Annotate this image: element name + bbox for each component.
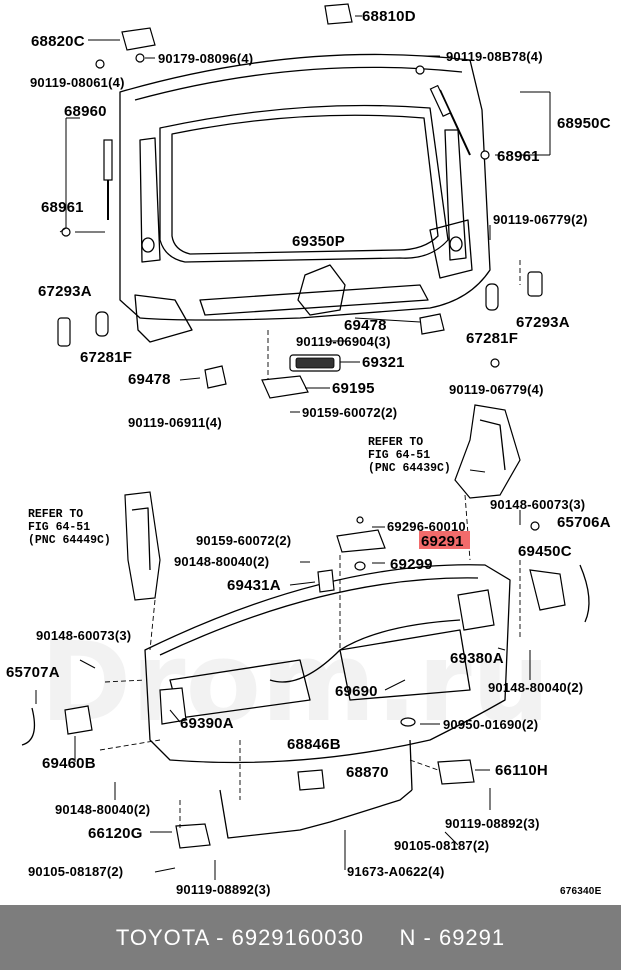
label-90148-80040-right[interactable]: 90148-80040(2) [488,680,583,695]
label-69296-60010[interactable]: 69296-60010 [387,519,466,534]
label-67293A-right[interactable]: 67293A [516,314,570,331]
label-68961-left[interactable]: 68961 [41,199,84,216]
label-90119-08061[interactable]: 90119-08061(4) [30,75,125,90]
stopper-illustrations [57,271,543,531]
label-90119-06911[interactable]: 90119-06911(4) [128,415,222,430]
label-90159-60072-lower[interactable]: 90159-60072(2) [196,533,291,548]
label-69460B[interactable]: 69460B [42,755,96,772]
watermark: Drom.ru [40,618,550,746]
label-66120G[interactable]: 66120G [88,825,143,842]
label-68846B[interactable]: 68846B [287,736,341,753]
label-65706A[interactable]: 65706A [557,514,611,531]
refer-note-1-line2: FIG 64-51 [368,449,430,462]
label-69350P[interactable]: 69350P [292,233,345,250]
refer-note-1-line3: (PNC 64439C) [368,462,451,475]
garnish-illustrations [124,404,521,601]
highlight-69291 [419,531,470,549]
label-90119-06779-bottom[interactable]: 90119-06779(4) [449,382,544,397]
label-68950C[interactable]: 68950C [557,115,611,132]
label-90148-80040-upper[interactable]: 90148-80040(2) [174,554,269,569]
label-69291[interactable]: 69291 [421,533,464,550]
label-69431A[interactable]: 69431A [227,577,281,594]
label-69195[interactable]: 69195 [332,380,375,397]
back-door-panel-illustration [119,53,491,399]
label-90119-08892-right[interactable]: 90119-08892(3) [445,816,540,831]
label-90179-08096[interactable]: 90179-08096(4) [158,51,253,66]
lower-back-door-illustration [21,516,590,849]
label-69299[interactable]: 69299 [390,556,433,573]
label-68961-right[interactable]: 68961 [497,148,540,165]
parts-diagram: Drom.ru [6,3,611,897]
label-90119-06779-top[interactable]: 90119-06779(2) [493,212,588,227]
label-68820C[interactable]: 68820C [31,33,85,50]
label-69380A[interactable]: 69380A [450,650,504,667]
hinge-illustrations [95,3,425,75]
label-90119-08B78[interactable]: 90119-08B78(4) [446,49,543,64]
label-90148-60073-left[interactable]: 90148-60073(3) [36,628,131,643]
refer-note-2-line1: REFER TO [28,508,83,521]
label-69450C[interactable]: 69450C [518,543,572,560]
label-65707A[interactable]: 65707A [6,664,60,681]
dashed-reference-lines [99,330,521,828]
label-69690[interactable]: 69690 [335,683,378,700]
label-69321[interactable]: 69321 [362,354,405,371]
label-90159-60072-upper[interactable]: 90159-60072(2) [302,405,397,420]
label-67281F-right[interactable]: 67281F [466,330,518,347]
label-90950-01690[interactable]: 90950-01690(2) [443,717,538,732]
label-90119-08892-left[interactable]: 90119-08892(3) [176,882,271,897]
label-90105-08187-left[interactable]: 90105-08187(2) [28,864,123,879]
diagram-code: 676340E [560,886,602,897]
label-90148-60073-right[interactable]: 90148-60073(3) [490,497,585,512]
label-69478-lower[interactable]: 69478 [128,371,171,388]
footer-part-number: TOYOTA - 6929160030 N - 69291 [115,924,506,950]
label-90148-80040-lower[interactable]: 90148-80040(2) [55,802,150,817]
label-68870[interactable]: 68870 [346,764,389,781]
gas-strut-illustrations [61,84,490,237]
label-68810D[interactable]: 68810D [362,8,416,25]
label-67281F-left[interactable]: 67281F [80,349,132,366]
refer-note-1-line1: REFER TO [368,436,423,449]
part-labels: 68810D 68820C 90179-08096(4) 90119-08B78… [6,8,611,897]
label-90119-06904[interactable]: 90119-06904(3) [296,334,391,349]
refer-note-2-line3: (PNC 64449C) [28,534,111,547]
label-91673-A0622[interactable]: 91673-A0622(4) [347,864,444,879]
label-68960[interactable]: 68960 [64,103,107,120]
label-90105-08187-right[interactable]: 90105-08187(2) [394,838,489,853]
label-67293A-left[interactable]: 67293A [38,283,92,300]
footer-bar: TOYOTA - 6929160030 N - 69291 [0,905,621,970]
label-69390A[interactable]: 69390A [180,715,234,732]
refer-note-2-line2: FIG 64-51 [28,521,90,534]
label-66110H[interactable]: 66110H [495,762,548,779]
label-69478-upper[interactable]: 69478 [344,317,387,334]
leader-lines [35,15,551,880]
